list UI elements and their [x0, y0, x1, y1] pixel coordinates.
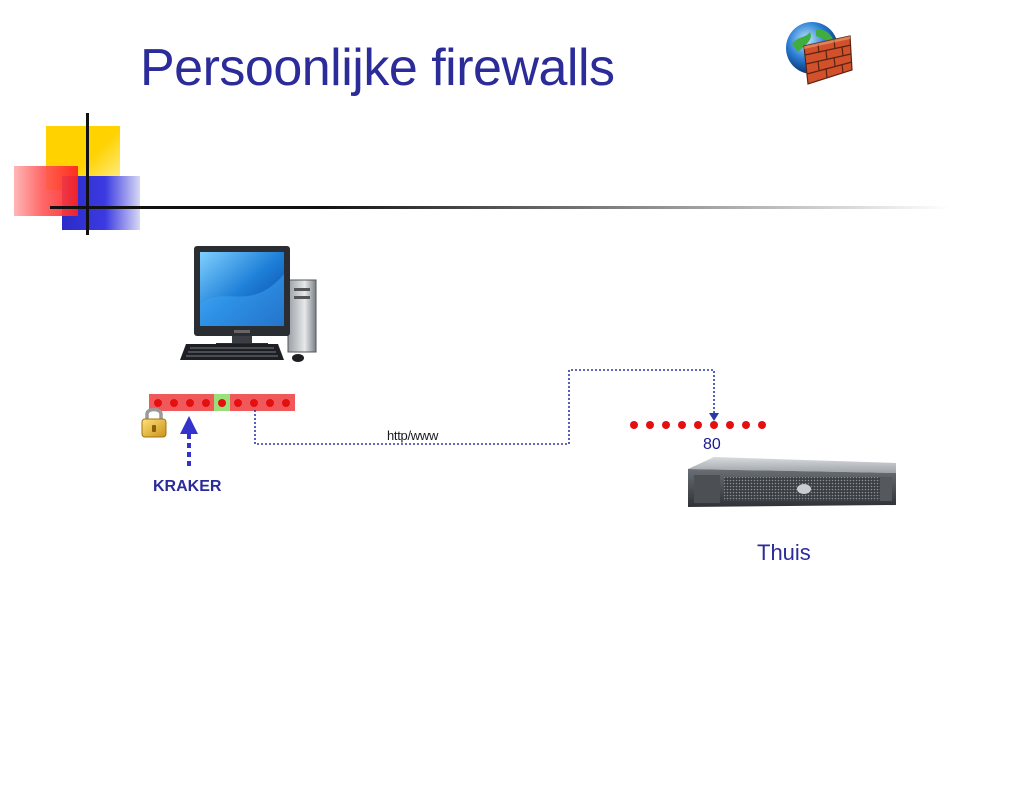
server-port-dot [694, 421, 702, 429]
server-port-dot [742, 421, 750, 429]
padlock-icon [141, 407, 167, 438]
client-port-dot [186, 399, 194, 407]
port-number-label: 80 [703, 436, 721, 453]
connection-arrowhead [709, 413, 719, 421]
firewall-globe-icon [786, 22, 853, 85]
rack-server-icon [688, 457, 896, 507]
client-port-dot [282, 399, 290, 407]
title-underline [50, 206, 950, 209]
attacker-arrowhead [180, 416, 198, 434]
decor-vertical-line [86, 113, 89, 235]
client-port-dot [266, 399, 274, 407]
slide-title: Persoonlijke firewalls [140, 39, 615, 97]
server-port-dot [726, 421, 734, 429]
server-port-dot [678, 421, 686, 429]
client-port-dot [202, 399, 210, 407]
http-connection-line [254, 369, 715, 445]
server-port-dot [646, 421, 654, 429]
client-port-dot [250, 399, 258, 407]
client-port-dot [218, 399, 226, 407]
connection-label: http/www [387, 428, 439, 443]
attacker-label: KRAKER [153, 478, 222, 495]
client-port-dot [154, 399, 162, 407]
server-label: Thuis [757, 540, 811, 565]
client-port-dot [234, 399, 242, 407]
server-port-dot [758, 421, 766, 429]
desktop-computer-icon [180, 246, 317, 362]
server-port-dot [710, 421, 718, 429]
server-port-dot [662, 421, 670, 429]
client-port-dot [170, 399, 178, 407]
server-port-dot [630, 421, 638, 429]
